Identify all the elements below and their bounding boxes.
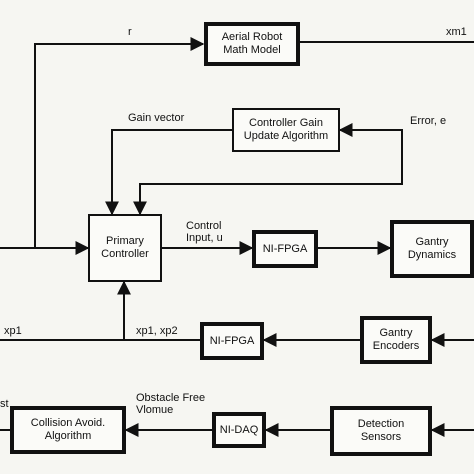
r-signal-wire — [34, 37, 205, 248]
collision-avoid-label: Collision Avoid. Algorithm — [30, 417, 106, 442]
ni-fpga-bottom-label: NI-FPGA — [209, 334, 255, 347]
gain-vector-wire — [105, 129, 232, 216]
detection-sensors-block: Detection Sensors — [330, 406, 432, 456]
obstacle-free-volume-label: Obstacle Free Vlomue — [136, 392, 206, 416]
detection-sensors-label: Detection Sensors — [357, 418, 405, 443]
gain-vector-label: Gain vector — [128, 112, 185, 124]
error-wire-to-controller — [133, 133, 403, 216]
aerial-robot-model-label: Aerial Robot Math Model — [221, 31, 283, 56]
primary-controller-block: Primary Controller — [88, 214, 162, 282]
ni-fpga-top-label: NI-FPGA — [262, 242, 308, 255]
ni-fpga-top-block: NI-FPGA — [252, 230, 318, 268]
st-signal-label: st — [0, 398, 9, 410]
gantry-dynamics-label: Gantry Dynamics — [407, 236, 457, 261]
gain-update-block: Controller Gain Update Algorithm — [232, 108, 340, 152]
aerial-robot-model-block: Aerial Robot Math Model — [204, 22, 300, 66]
gantry-dynamics-block: Gantry Dynamics — [390, 220, 474, 278]
error-wire-to-gain-update — [338, 123, 403, 137]
gantry-encoders-block: Gantry Encoders — [360, 316, 432, 364]
xm1-signal-label: xm1 — [446, 26, 467, 38]
r-signal-label: r — [128, 26, 132, 38]
control-input-label: Control Input, u — [186, 220, 223, 244]
ni-daq-block: NI-DAQ — [212, 412, 266, 448]
xp1-signal-label: xp1 — [4, 325, 22, 337]
xp1-xp2-signal-label: xp1, xp2 — [136, 325, 178, 337]
ni-daq-label: NI-DAQ — [219, 423, 259, 436]
gantry-encoders-label: Gantry Encoders — [372, 327, 420, 352]
primary-controller-label: Primary Controller — [101, 235, 149, 260]
ni-fpga-bottom-block: NI-FPGA — [200, 322, 264, 360]
gain-update-label: Controller Gain Update Algorithm — [243, 117, 329, 142]
error-signal-label: Error, e — [410, 115, 447, 127]
collision-avoid-block: Collision Avoid. Algorithm — [10, 406, 126, 454]
